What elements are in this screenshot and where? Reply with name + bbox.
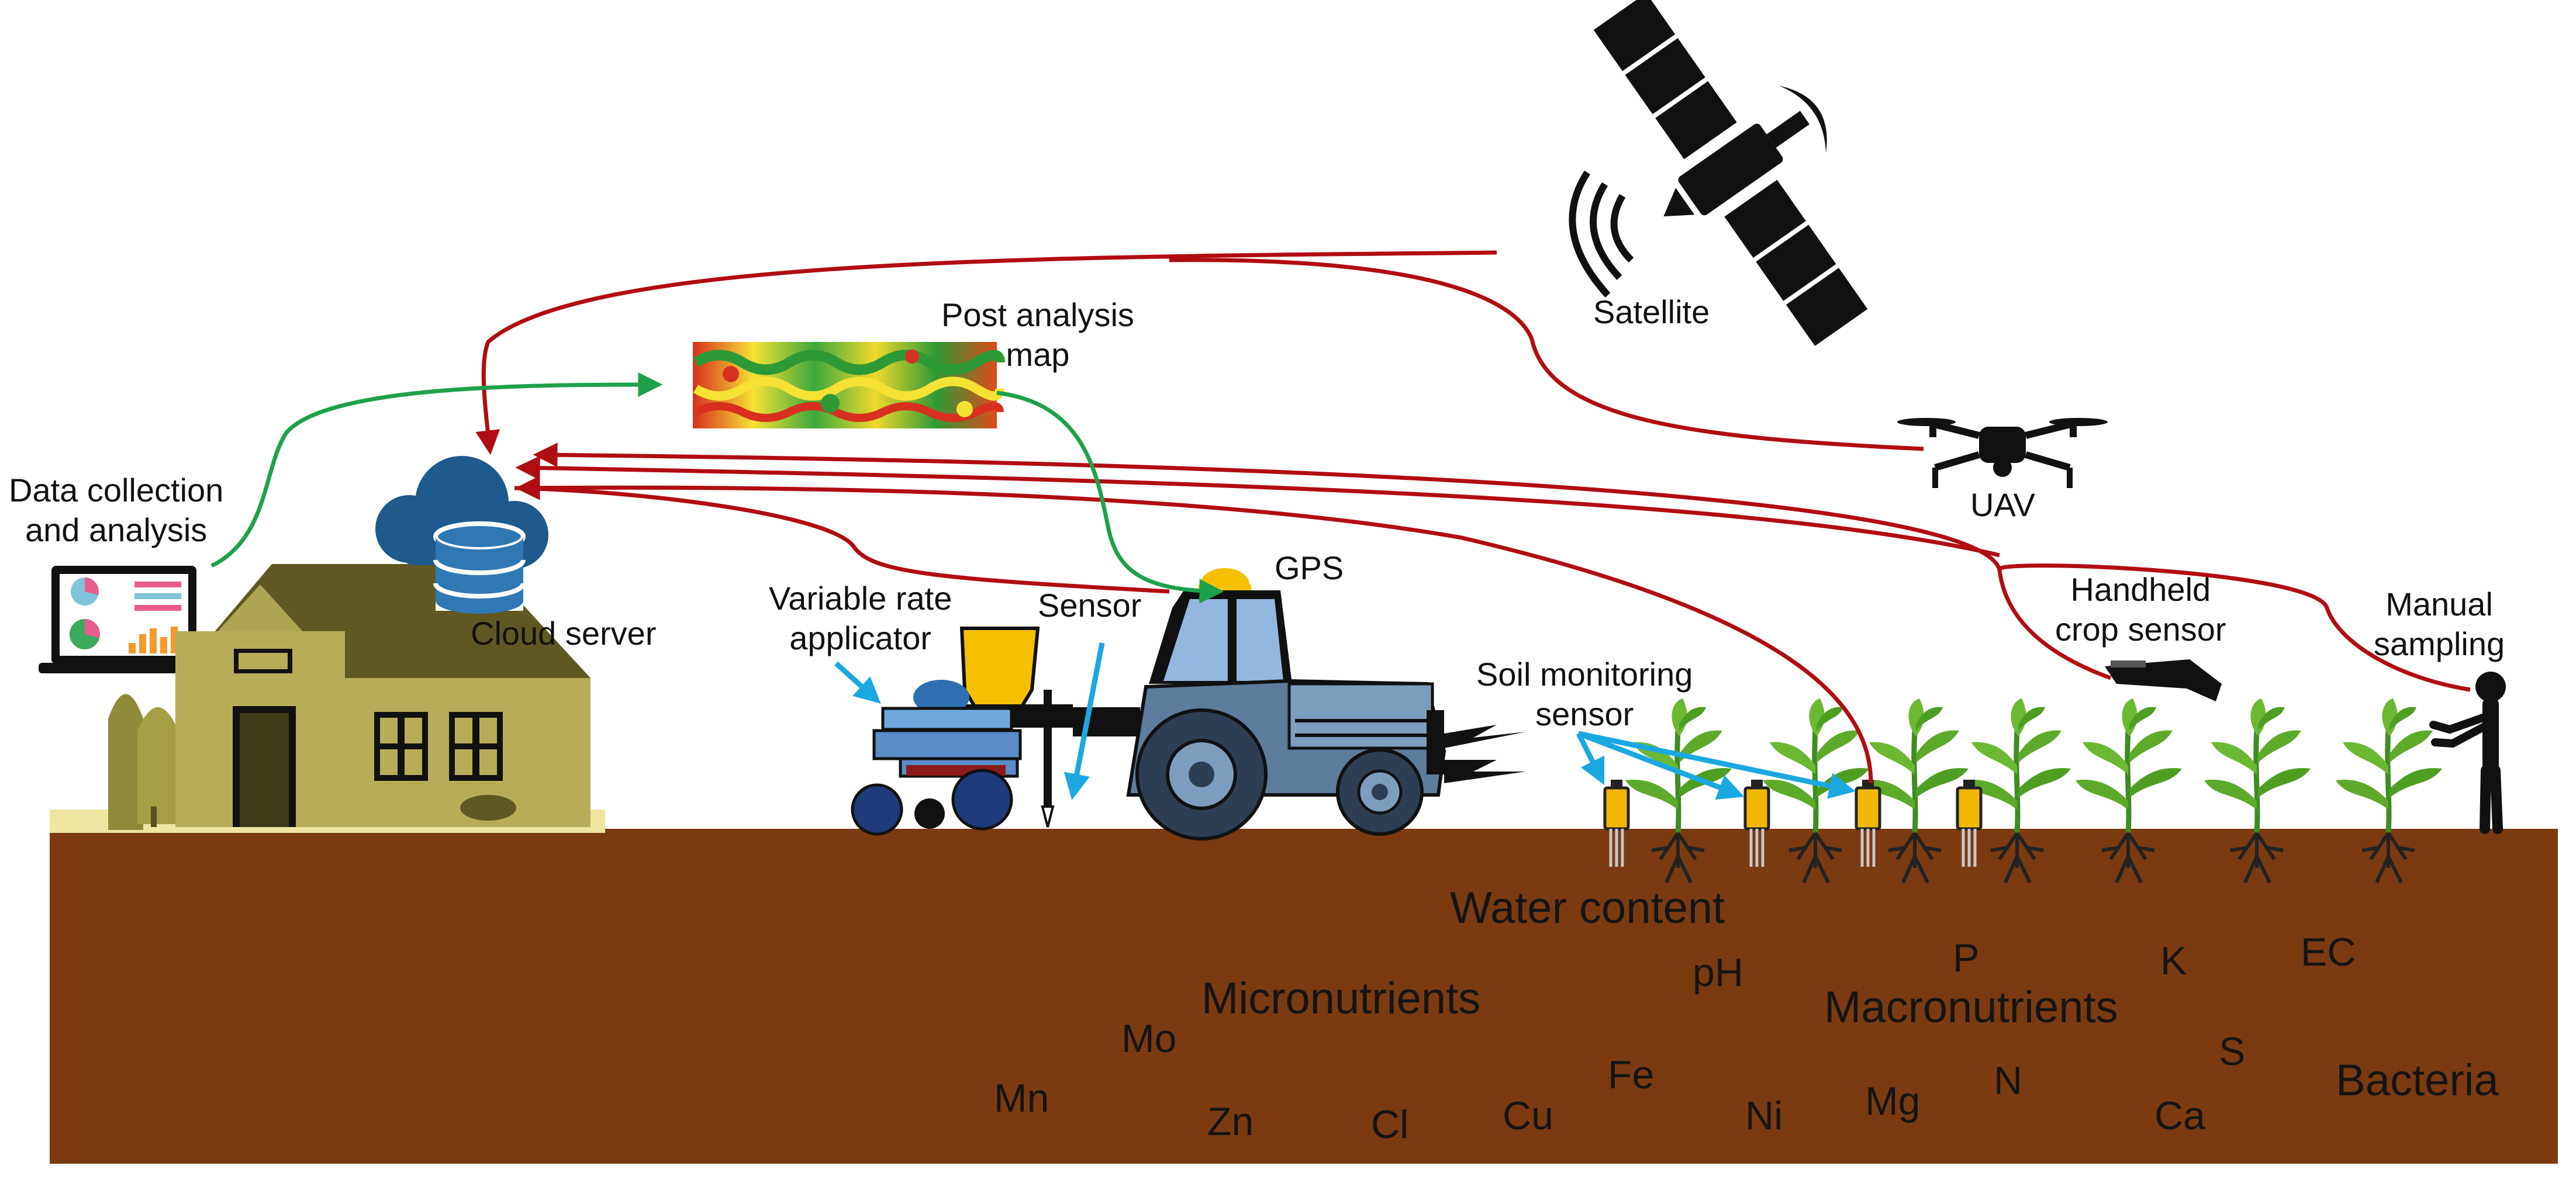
satellite-icon <box>1593 0 1868 346</box>
cloud-server-label: Cloud server <box>471 615 657 652</box>
post-analysis-map-label-line2: map <box>1006 336 1070 373</box>
variable-rate-applicator-label-line2: applicator <box>789 620 932 657</box>
micronutrients-label: Micronutrients <box>1201 974 1481 1023</box>
data-collection-label-line1: Data collection <box>9 472 224 509</box>
data-collection-label-line2: and analysis <box>25 511 208 549</box>
k-label: K <box>2160 939 2187 983</box>
soil-sensor-pointer-3 <box>1578 731 1856 799</box>
tractor-link <box>514 486 1170 594</box>
soil-sensor-pointer-1 <box>1576 732 1605 786</box>
handheld-sensor-icon <box>2105 659 2222 701</box>
manual-sampling-label-line2: sampling <box>2374 625 2505 663</box>
handheld-crop-sensor-label-line2: crop sensor <box>2055 611 2226 648</box>
soil-sensor-link <box>515 475 1873 784</box>
laptop-to-map-link <box>210 372 663 568</box>
satellite-link <box>475 250 1497 455</box>
mn-label: Mn <box>994 1076 1049 1120</box>
ph-label: pH <box>1693 950 1743 995</box>
data-links <box>475 250 2471 784</box>
satellite-label: Satellite <box>1593 293 1710 330</box>
cl-label: Cl <box>1371 1102 1409 1147</box>
data-collection-label: Data collection and analysis <box>9 471 223 551</box>
uav-icon <box>1897 418 2108 488</box>
map-to-gps-link <box>996 390 1224 604</box>
tractor-icon <box>1126 568 1526 840</box>
post-analysis-map-label: Post analysis map <box>941 295 1134 375</box>
p-label: P <box>1953 936 1980 980</box>
control-links <box>210 372 1224 604</box>
n-label: N <box>1994 1059 2023 1103</box>
variable-rate-applicator-label: Variable rate applicator <box>769 579 952 659</box>
applicator-pointer <box>834 661 881 704</box>
macronutrients-label: Macronutrients <box>1824 983 2118 1032</box>
manual-sampling-label-line1: Manual <box>2385 586 2493 622</box>
bacteria-label: Bacteria <box>2336 1056 2499 1105</box>
manual-sampling-label: Manual sampling <box>2374 584 2505 665</box>
person-icon <box>2429 672 2506 834</box>
manual-sampling-link <box>520 468 2471 692</box>
cloud-server-icon <box>375 456 548 614</box>
uav-link <box>1169 258 1924 451</box>
cu-label: Cu <box>1503 1094 1553 1138</box>
post-analysis-map <box>693 342 1005 428</box>
ec-label: EC <box>2301 930 2356 974</box>
soil-sensor-pointer-2 <box>1577 731 1745 800</box>
s-label: S <box>2219 1029 2246 1074</box>
sensor-pointer <box>1063 642 1105 800</box>
laptop-dashboard-icon <box>39 566 209 673</box>
uav-label: UAV <box>1970 486 2035 523</box>
soil-monitoring-sensor-label-line1: Soil monitoring <box>1476 656 1693 693</box>
soil-monitoring-sensor-label: Soil monitoring sensor <box>1476 655 1693 735</box>
variable-rate-applicator-icon <box>851 627 1140 836</box>
signal-waves-icon <box>1569 170 1634 298</box>
variable-rate-applicator-label-line1: Variable rate <box>769 580 952 617</box>
handheld-crop-sensor-label-line1: Handheld <box>2070 571 2211 608</box>
post-analysis-map-label-line1: Post analysis <box>941 296 1134 333</box>
soil-monitoring-sensor-label-line2: sensor <box>1535 696 1634 733</box>
fe-label: Fe <box>1608 1053 1655 1097</box>
handheld-crop-sensor-label: Handheld crop sensor <box>2055 570 2226 650</box>
soil-ground <box>50 829 2558 1164</box>
mg-label: Mg <box>1865 1079 1921 1123</box>
zn-label: Zn <box>1207 1099 1254 1144</box>
mo-label: Mo <box>1121 1016 1177 1061</box>
ca-label: Ca <box>2154 1094 2205 1138</box>
handheld-link <box>533 442 2112 680</box>
ni-label: Ni <box>1745 1094 1783 1138</box>
water-content-label: Water content <box>1450 883 1725 933</box>
gps-label: GPS <box>1275 549 1344 586</box>
farm-house-icon <box>50 564 605 833</box>
sensor-label: Sensor <box>1038 587 1142 624</box>
sensor-arrows <box>834 642 1856 800</box>
